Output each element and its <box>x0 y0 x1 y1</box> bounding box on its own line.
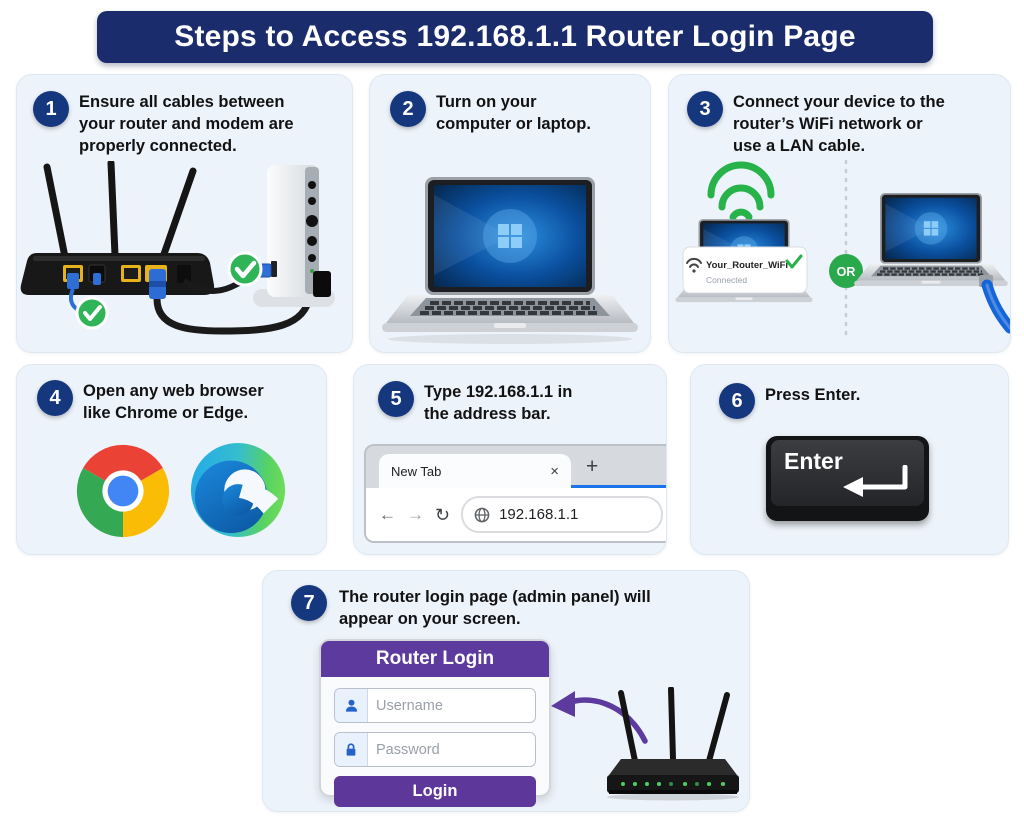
router-leds <box>621 782 725 786</box>
tab-title: New Tab <box>391 463 442 479</box>
step-text: Connect your device to the router’s WiFi… <box>733 93 945 155</box>
arrow-icon <box>551 691 648 744</box>
wifi-connection-illustration: Your_Router_WiFi Connected OR <box>674 159 1010 343</box>
step-text: Turn on your computer or laptop. <box>436 93 591 133</box>
edge-logo-icon <box>190 442 286 538</box>
enter-keycap <box>771 440 924 506</box>
step-number-badge: 5 <box>378 381 414 417</box>
browser-tab-strip: New Tab × + <box>366 446 666 488</box>
wifi-popup: Your_Router_WiFi Connected <box>682 246 808 294</box>
back-icon: ← <box>379 505 396 524</box>
svg-text:OR: OR <box>837 265 856 279</box>
password-field[interactable] <box>368 733 535 766</box>
step-card-6: 6 Press Enter. Enter <box>690 364 1009 555</box>
browser-mockup: New Tab × + ← → ↻ 192.168.1.1 <box>364 444 666 543</box>
close-icon: × <box>550 462 559 480</box>
router-antennas <box>43 161 197 261</box>
step-card-5: 5 Type 192.168.1.1 in the address bar. N… <box>353 364 667 555</box>
enter-key-illustration: Enter <box>766 436 929 521</box>
wifi-status: Connected <box>706 275 747 285</box>
globe-icon <box>474 507 490 522</box>
user-icon <box>335 689 368 722</box>
check-icon <box>75 296 109 330</box>
step-card-2: 2 Turn on your computer or laptop. <box>369 74 651 353</box>
check-icon <box>227 251 263 287</box>
router-login-header: Router Login <box>321 641 549 677</box>
laptop-illustration <box>380 177 640 344</box>
browser-toolbar: ← → ↻ 192.168.1.1 <box>366 488 666 541</box>
forward-icon: → <box>407 505 424 524</box>
step-card-7: 7 The router login page (admin panel) wi… <box>262 570 750 812</box>
cable <box>153 294 314 335</box>
wifi-network-name: Your_Router_WiFi <box>706 260 788 271</box>
router-illustration <box>607 687 739 801</box>
password-row <box>334 732 536 767</box>
username-row <box>334 688 536 723</box>
tab-accent-line <box>571 485 666 488</box>
step-number-badge: 2 <box>390 91 426 127</box>
reload-icon: ↻ <box>435 504 451 525</box>
username-field[interactable] <box>368 689 535 722</box>
step-number-badge: 3 <box>687 91 723 127</box>
lan-laptop <box>853 193 1009 288</box>
step-text: Open any web browser like Chrome or Edge… <box>83 382 264 422</box>
step-number-badge: 1 <box>33 91 69 127</box>
return-arrow-icon <box>843 465 908 497</box>
enter-key-label: Enter <box>784 448 843 474</box>
router-modem-illustration <box>20 161 335 335</box>
router-login-body: Login <box>321 677 549 807</box>
step-card-1: 1 Ensure all cables between your router … <box>16 74 353 353</box>
lock-icon <box>335 733 368 766</box>
address-url: 192.168.1.1 <box>499 506 579 523</box>
new-tab-icon: + <box>586 455 599 478</box>
modem <box>253 165 335 307</box>
router-login-panel: Router Login <box>319 639 551 807</box>
step-number-badge: 6 <box>719 383 755 419</box>
login-button[interactable]: Login <box>334 776 536 807</box>
step-text: The router login page (admin panel) will… <box>339 588 651 628</box>
step-text: Ensure all cables between your router an… <box>79 93 294 155</box>
step-text: Press Enter. <box>765 386 861 404</box>
ethernet-plug <box>67 273 79 289</box>
step-text: Type 192.168.1.1 in the address bar. <box>424 383 573 423</box>
chrome-logo-icon <box>76 444 170 538</box>
address-bar: 192.168.1.1 <box>461 496 663 533</box>
step-number-badge: 7 <box>291 585 327 621</box>
wifi-icon <box>707 161 775 221</box>
step-number-badge: 4 <box>37 380 73 416</box>
browser-tab: New Tab × <box>379 454 571 488</box>
step-card-3: 3 Connect your device to the router’s Wi… <box>668 74 1011 353</box>
page-title: Steps to Access 192.168.1.1 Router Login… <box>97 11 933 63</box>
check-icon <box>785 254 803 269</box>
or-badge: OR <box>829 254 863 288</box>
step-card-4: 4 Open any web browser like Chrome or Ed… <box>16 364 327 555</box>
router-antennas <box>618 687 730 764</box>
